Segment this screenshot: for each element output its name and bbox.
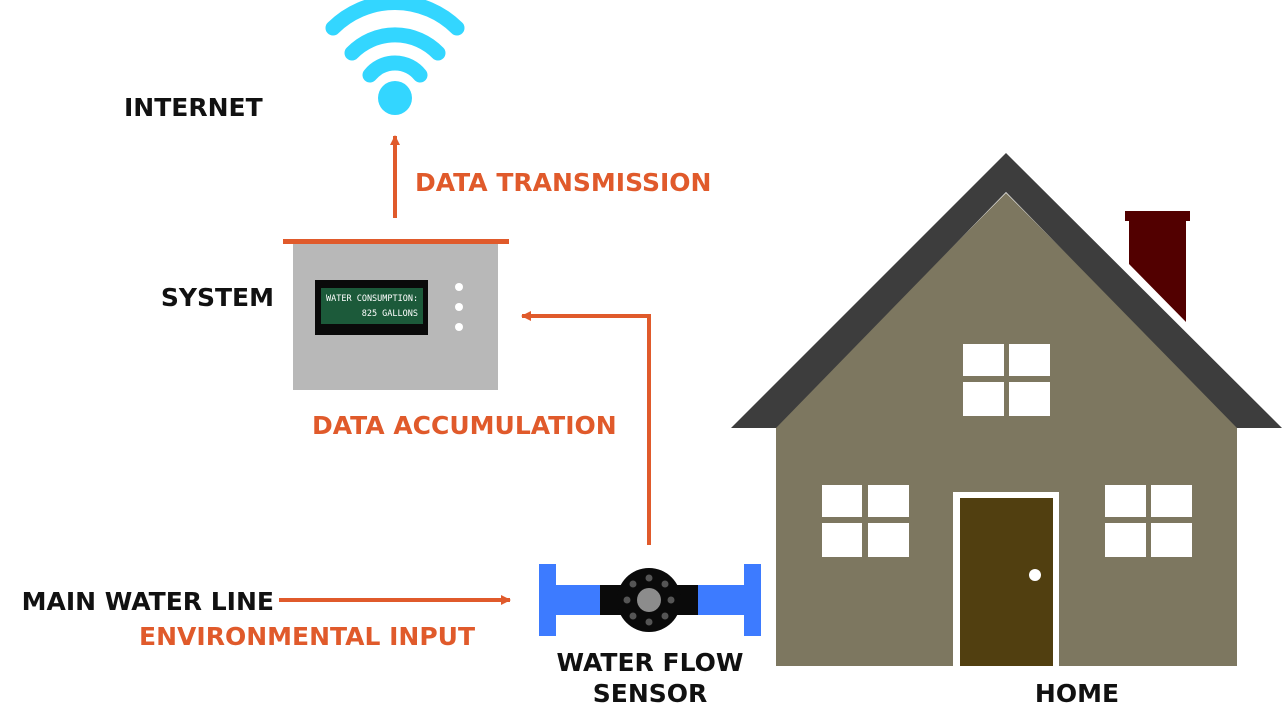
sensor-bolt <box>645 618 653 626</box>
wifi-arc-middle <box>344 27 446 61</box>
system-box-icon: WATER CONSUMPTION: 825 GALLONS <box>283 239 509 390</box>
chimney <box>1129 219 1186 322</box>
sensor-center <box>637 588 661 612</box>
system-label: SYSTEM <box>161 283 274 312</box>
sensor-bolt <box>645 574 653 582</box>
water-flow-sensor-label-line-2: SENSOR <box>593 679 708 703</box>
water-flow-sensor-icon <box>539 564 761 636</box>
sensor-bolt <box>667 596 675 604</box>
wifi-arc-inner <box>362 55 428 83</box>
home-label: HOME <box>1035 679 1119 703</box>
data-transmission-label: DATA TRANSMISSION <box>415 168 711 197</box>
door <box>960 498 1053 666</box>
door-knob <box>1029 569 1041 581</box>
data-accumulation-arrow <box>521 311 651 545</box>
indicator-light <box>455 303 463 311</box>
main-water-line-label: MAIN WATER LINE <box>22 587 274 616</box>
wifi-arc-outer <box>325 0 465 36</box>
indicator-light <box>455 283 463 291</box>
sensor-bolt <box>629 612 637 620</box>
internet-label: INTERNET <box>124 93 263 122</box>
lcd-line-1: WATER CONSUMPTION: <box>326 294 418 304</box>
system-box-lid <box>283 239 509 244</box>
indicator-light <box>455 323 463 331</box>
lcd-screen <box>321 288 423 324</box>
lcd-line-2: 825 GALLONS <box>362 309 418 319</box>
sensor-bolt <box>661 612 669 620</box>
data-accumulation-label: DATA ACCUMULATION <box>312 411 617 440</box>
window-right <box>1105 485 1192 557</box>
chimney-cap <box>1125 211 1190 221</box>
pipe-flange-left <box>539 564 556 636</box>
window-left <box>822 485 909 557</box>
pipe-flange-right <box>744 564 761 636</box>
window-top <box>963 344 1050 416</box>
sensor-bolt <box>629 580 637 588</box>
house-roof <box>731 153 1282 428</box>
wifi-icon <box>325 0 465 115</box>
water-flow-sensor-label-line-1: WATER FLOW <box>557 648 744 677</box>
sensor-bolt <box>661 580 669 588</box>
sensor-bolt <box>623 596 631 604</box>
wifi-dot <box>378 81 412 115</box>
environmental-input-label: ENVIRONMENTAL INPUT <box>139 622 475 651</box>
house-icon <box>731 153 1282 666</box>
